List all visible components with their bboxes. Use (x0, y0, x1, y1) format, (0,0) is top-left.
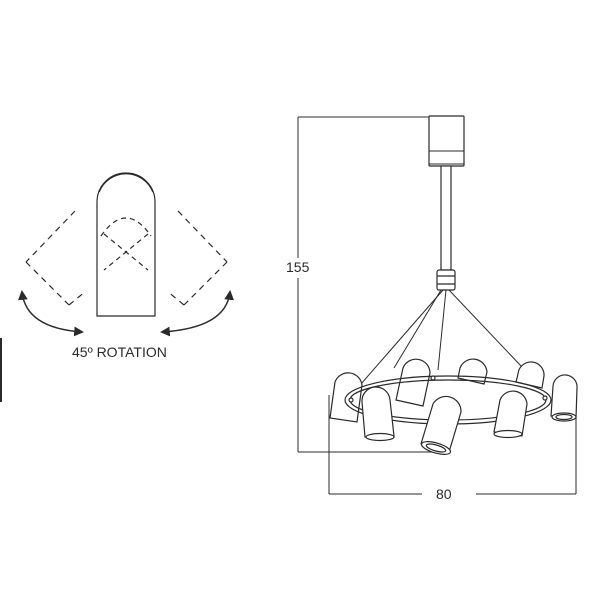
width-dimension-label: 80 (436, 486, 452, 502)
rotation-detail (25, 172, 228, 317)
ceiling-canopy (428, 115, 465, 167)
shade-front-left (361, 386, 395, 442)
shade-inner-dashes (100, 217, 152, 271)
suspension-wires (353, 289, 541, 393)
shade-rotated-left (25, 210, 87, 306)
pendant-lamp (329, 115, 578, 455)
suspension-rod (440, 165, 452, 271)
width-dimension (328, 395, 577, 495)
height-dimension (297, 116, 433, 453)
rotation-caption: 45º ROTATION (72, 344, 167, 360)
shade-front-right (493, 390, 528, 439)
height-dimension-label: 155 (286, 259, 312, 275)
shade-outline (96, 172, 156, 317)
shade-right (550, 374, 578, 422)
rotate-right-arrow-icon (160, 290, 234, 337)
shade-back-right (515, 361, 545, 389)
shade-top-arc (98, 172, 154, 193)
center-hub (436, 269, 456, 291)
shade-front-center (420, 395, 462, 455)
shade-rotated-right (166, 210, 228, 306)
shade-back-center (457, 358, 488, 385)
rotate-left-arrow-icon (18, 290, 84, 337)
shade-back-middle (395, 358, 431, 407)
